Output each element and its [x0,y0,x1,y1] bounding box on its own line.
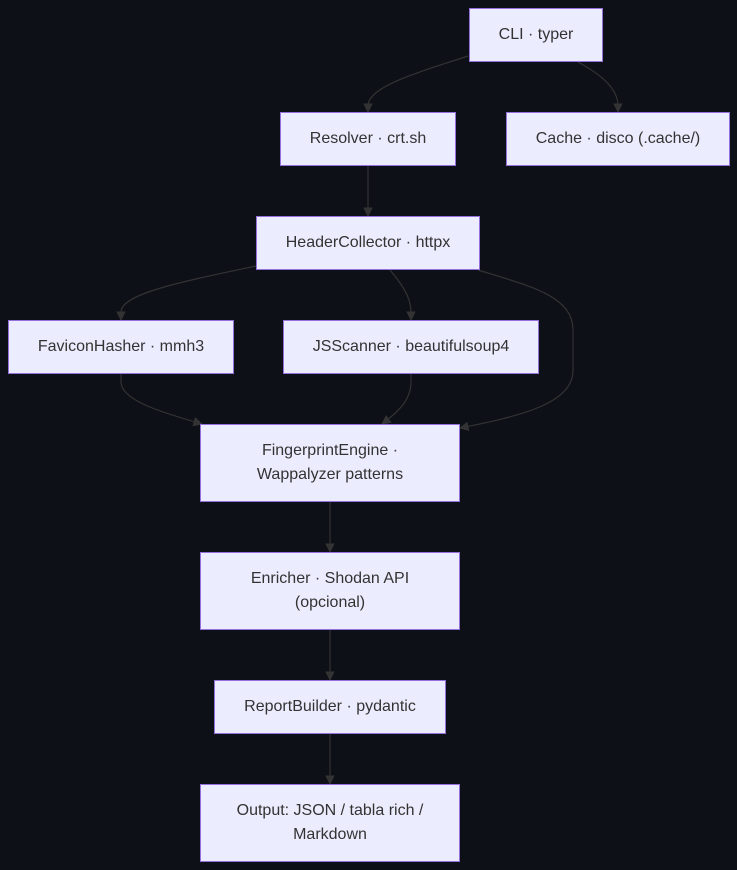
node-fingerprint-engine: FingerprintEngine · Wappalyzer patterns [200,424,460,502]
node-enricher: Enricher · Shodan API (opcional) [200,552,460,630]
edge-cli-to-resolver [363,55,469,113]
edge-headers-to-fingerprint [459,269,574,432]
node-output: Output: JSON / tabla rich / Markdown [200,784,460,862]
node-header-collector-label: HeaderCollector · httpx [285,234,451,251]
node-resolver: Resolver · crt.sh [280,112,456,166]
node-cache: Cache · disco (.cache/) [506,112,730,166]
node-report-builder-label: ReportBuilder · pydantic [244,698,416,715]
node-cli-label: CLI · typer [498,26,574,43]
node-resolver-label: Resolver · crt.sh [309,130,427,147]
edge-jsscanner-to-fingerprint [381,374,412,425]
node-cache-label: Cache · disco (.cache/) [535,130,701,147]
edge-headers-to-favicon [116,265,257,321]
node-report-builder: ReportBuilder · pydantic [214,680,446,734]
node-js-scanner: JSScanner · beautifulsoup4 [283,320,539,374]
node-favicon-hasher-label: FaviconHasher · mmh3 [37,338,205,355]
node-output-label: Output: JSON / tabla rich / Markdown [236,802,424,843]
edge-headers-to-jsscanner [389,269,416,321]
node-fingerprint-engine-label: FingerprintEngine · Wappalyzer patterns [256,442,404,483]
node-header-collector: HeaderCollector · httpx [256,216,480,270]
node-favicon-hasher: FaviconHasher · mmh3 [8,320,234,374]
edge-favicon-to-fingerprint [120,374,203,427]
edge-cli-to-cache [577,61,623,113]
node-enricher-label: Enricher · Shodan API (opcional) [250,570,410,611]
node-cli: CLI · typer [469,8,603,62]
node-js-scanner-label: JSScanner · beautifulsoup4 [312,338,510,355]
